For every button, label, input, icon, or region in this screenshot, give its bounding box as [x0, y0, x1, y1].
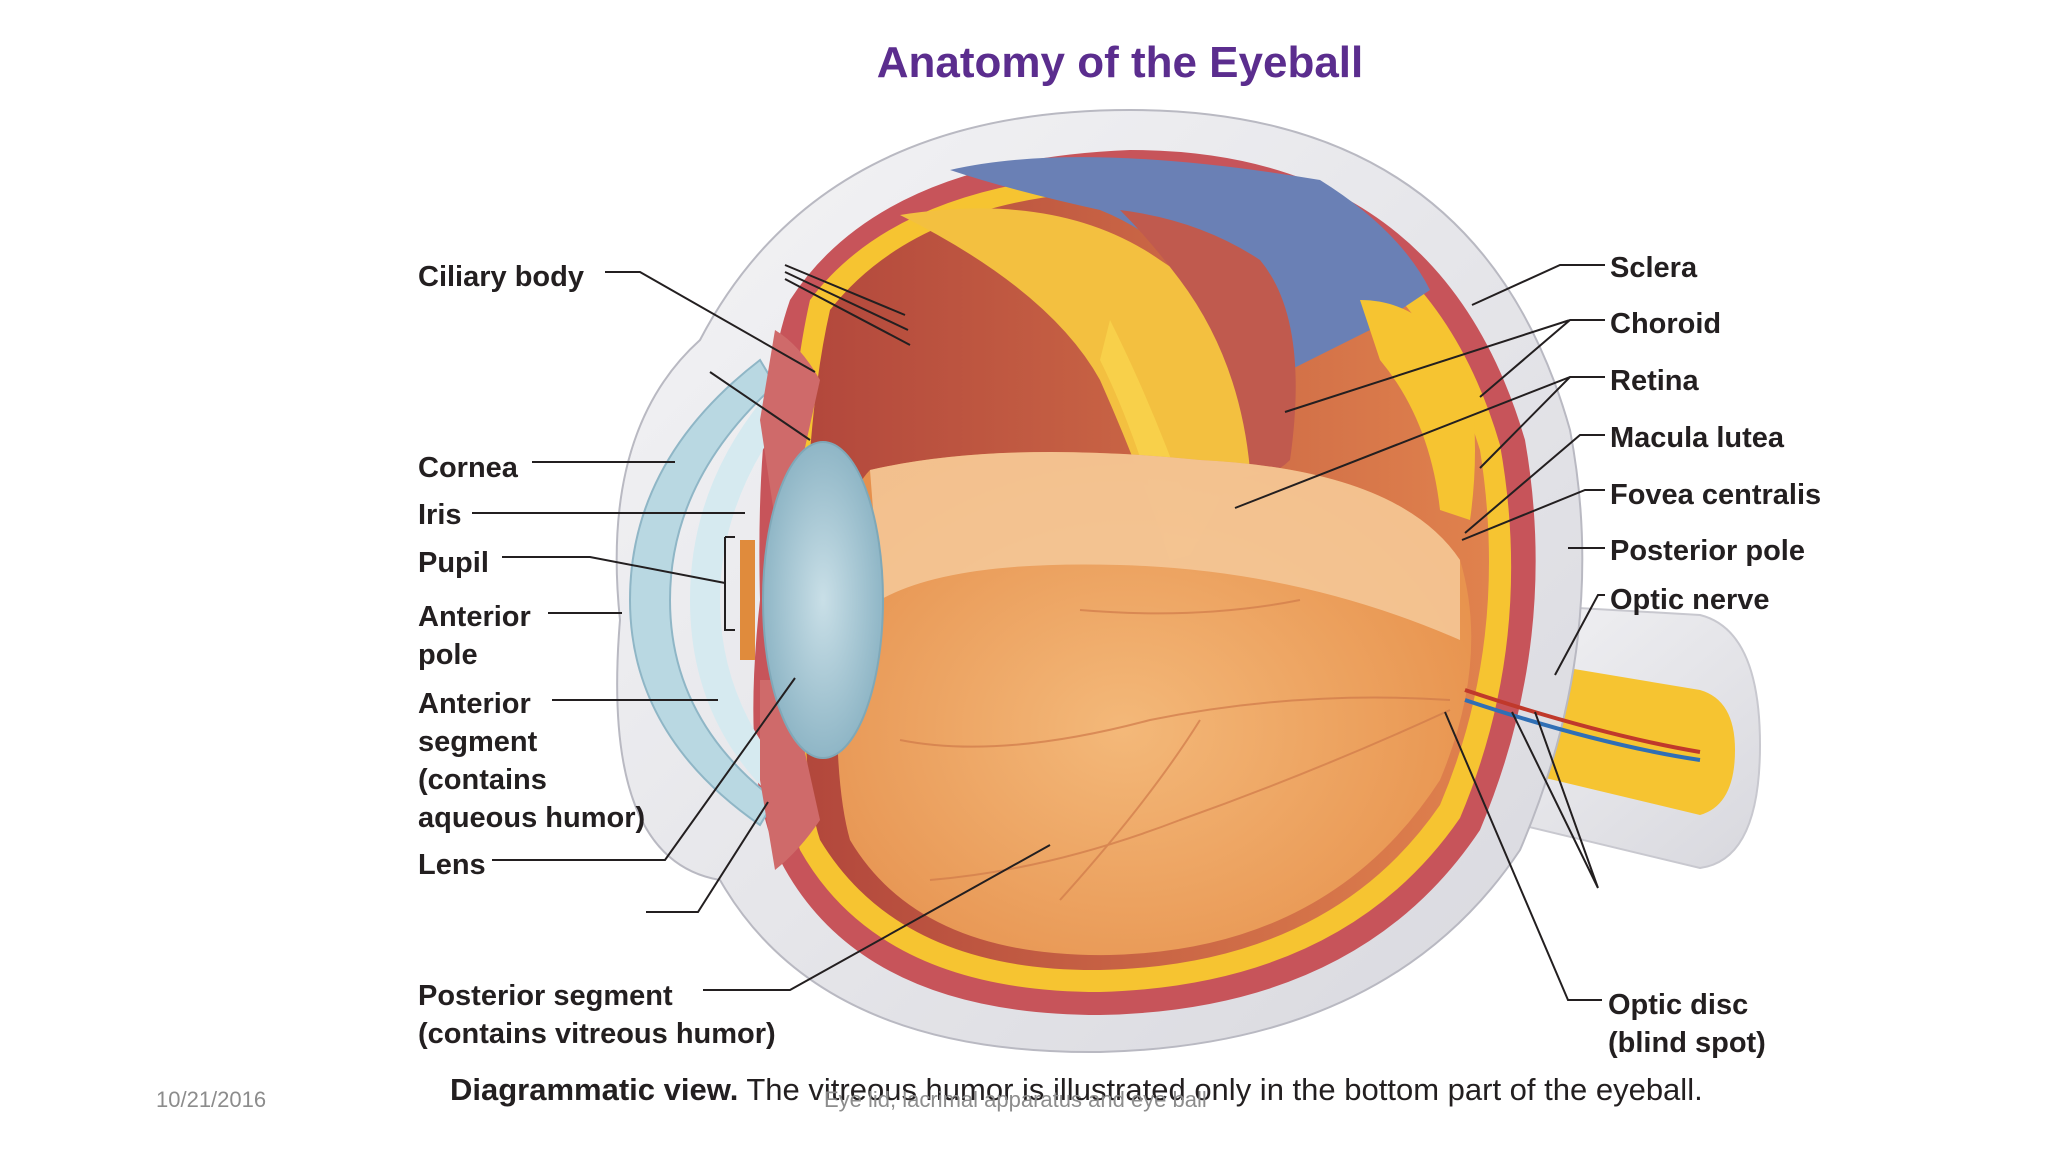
label-anterior-pole-line1: Anterior — [418, 601, 531, 633]
label-anterior-pole: Anterior pole — [418, 598, 531, 674]
label-optic-disc: Optic disc (blind spot) — [1608, 986, 1766, 1062]
iris-upper — [760, 330, 820, 520]
label-optic-disc-line2: (blind spot) — [1608, 1027, 1766, 1059]
label-optic-disc-line1: Optic disc — [1608, 989, 1749, 1021]
label-posterior-segment-line1: Posterior segment — [418, 980, 673, 1012]
label-macula-lutea: Macula lutea — [1610, 422, 1785, 454]
label-anterior-segment: Anterior segment (contains aqueous humor… — [418, 685, 645, 837]
choroid-flap — [1120, 210, 1296, 474]
label-posterior-segment: Posterior segment (contains vitreous hum… — [418, 977, 776, 1053]
lens — [762, 441, 884, 759]
label-choroid: Choroid — [1610, 308, 1722, 340]
footer-date: 10/21/2016 — [156, 1087, 267, 1112]
label-posterior-segment-line2: (contains vitreous humor) — [418, 1018, 776, 1050]
label-cornea: Cornea — [418, 452, 518, 484]
pupil-region — [740, 540, 755, 660]
label-anterior-segment-line1: Anterior — [418, 688, 531, 720]
label-lens: Lens — [418, 849, 486, 881]
label-optic-nerve: Optic nerve — [1610, 584, 1770, 616]
label-anterior-segment-line2: segment — [418, 726, 538, 758]
cornea — [628, 358, 777, 827]
label-sclera: Sclera — [1610, 252, 1698, 284]
leader-lines — [472, 264, 1605, 1001]
label-posterior-pole: Posterior pole — [1610, 535, 1805, 567]
diagram-title: Anatomy of the Eyeball — [876, 38, 1364, 87]
label-pupil: Pupil — [418, 547, 489, 579]
iris-lower — [760, 680, 820, 870]
choroid-side — [1360, 300, 1475, 520]
anterior-chamber — [690, 385, 790, 800]
label-ciliary-body: Ciliary body — [418, 261, 584, 293]
label-anterior-segment-line3: (contains — [418, 764, 547, 796]
label-anterior-segment-line4: aqueous humor) — [418, 802, 646, 834]
label-fovea-centralis: Fovea centralis — [1610, 479, 1822, 511]
retinal-artery — [1464, 688, 1701, 754]
blood-vessels — [899, 599, 1451, 901]
figure-caption: Diagrammatic view. The vitreous humor is… — [450, 1072, 1703, 1108]
retinal-vein — [1464, 698, 1701, 762]
vitreous-top-shelf — [870, 452, 1460, 640]
label-retina: Retina — [1610, 365, 1699, 397]
label-anterior-pole-line2: pole — [418, 639, 478, 671]
label-iris: Iris — [418, 499, 462, 531]
caption-bold: Diagrammatic view. — [450, 1072, 739, 1107]
footer-title: Eye lid, lacrimal apparatus and eye ball — [824, 1087, 1207, 1112]
caption-text: The vitreous humor is illustrated only i… — [738, 1072, 1703, 1107]
